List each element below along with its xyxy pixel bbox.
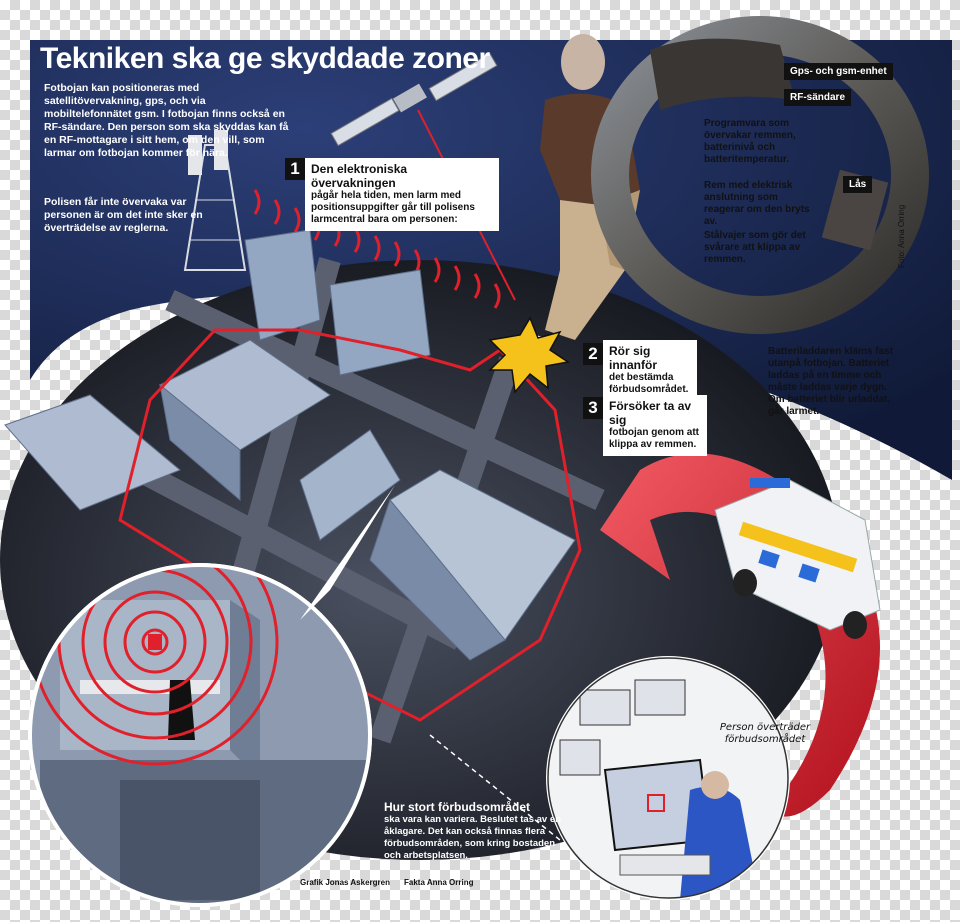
city-buildings [4,229,576,661]
screen-alert-bubble: Person överträder förbudsområdet [719,722,811,745]
step-heading: Försöker ta av sig [609,399,692,427]
police-note: Polisen får inte övervaka var personen ä… [44,196,203,234]
step-body: fotbojan genom att klippa av remmen. [609,427,699,450]
step-body: pågår hela tiden, men larm med positions… [311,190,475,225]
tag-rf: RF-sändare [784,89,852,106]
step-number: 1 [285,158,305,180]
area-pointer-line [429,734,561,841]
area-body: ska vara kan variera. Beslutet tas av en… [384,814,561,861]
satellite-icon [330,52,498,147]
inset-pointer [300,485,395,620]
area-note: Hur stort förbudsområdet ska vara kan va… [384,800,574,862]
home-interior-inset [28,563,372,907]
tag-gps-gsm: Gps- och gsm-enhet [784,63,893,80]
note-software: Programvara som övervakar remmen, batter… [704,118,796,165]
area-heading: Hur stort förbudsområdet [384,800,531,814]
step-number: 2 [583,343,603,365]
step-heading: Den elektroniska övervakningen [311,162,408,190]
step-number: 3 [583,397,603,419]
step-heading: Rör sig innanför [609,344,657,372]
tag-lock: Lås [843,176,873,193]
battery-note: Batteriladdaren kläms fast utanpå fotboj… [768,346,894,417]
page-title: Tekniken ska ge skyddade zoner [40,42,490,75]
note-strap: Rem med elektrisk anslutning som reagera… [704,180,810,227]
police-car-icon [714,478,881,639]
alarm-burst-icon [488,316,570,394]
ankle-monitor-icon [591,16,929,334]
control-room-inset [546,656,790,900]
credit-photo: Foto: Anna Orring [897,204,906,268]
restricted-zone-outline [118,328,582,722]
credit-graphic: Grafik Jonas Askergren [300,878,390,887]
note-wire: Stålvajer som gör det svårare att klippa… [704,230,806,265]
credit-facts: Fakta Anna Orring [404,878,474,887]
radio-tower-icon [183,130,247,271]
intro-text: Fotbojan kan positioneras med satellitöv… [44,82,289,159]
step-body: det bestämda förbudsområdet. [609,372,689,395]
